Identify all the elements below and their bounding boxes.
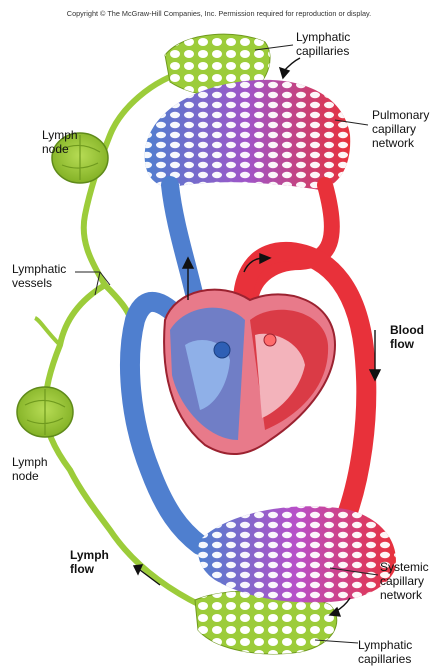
systemic-capillary-network-mesh [198, 506, 396, 602]
pulmonary-capillary-network-mesh [145, 80, 351, 190]
label-systemic-capillary-network: Systemic capillary network [380, 560, 429, 602]
label-lymph-node-bottom: Lymph node [12, 455, 48, 483]
label-lymph-flow: Lymph flow [70, 548, 109, 576]
label-blood-flow: Blood flow [390, 323, 424, 351]
lymph-node-bottom-shape [17, 387, 73, 437]
label-lymphatic-vessels: Lymphatic vessels [12, 262, 66, 290]
label-lymph-node-top: Lymph node [42, 128, 78, 156]
label-lymphatic-capillaries-top: Lymphatic capillaries [296, 30, 350, 58]
heart [164, 290, 335, 454]
label-lymphatic-capillaries-bottom: Lymphatic capillaries [358, 638, 412, 666]
label-pulmonary-capillary-network: Pulmonary capillary network [372, 108, 429, 150]
